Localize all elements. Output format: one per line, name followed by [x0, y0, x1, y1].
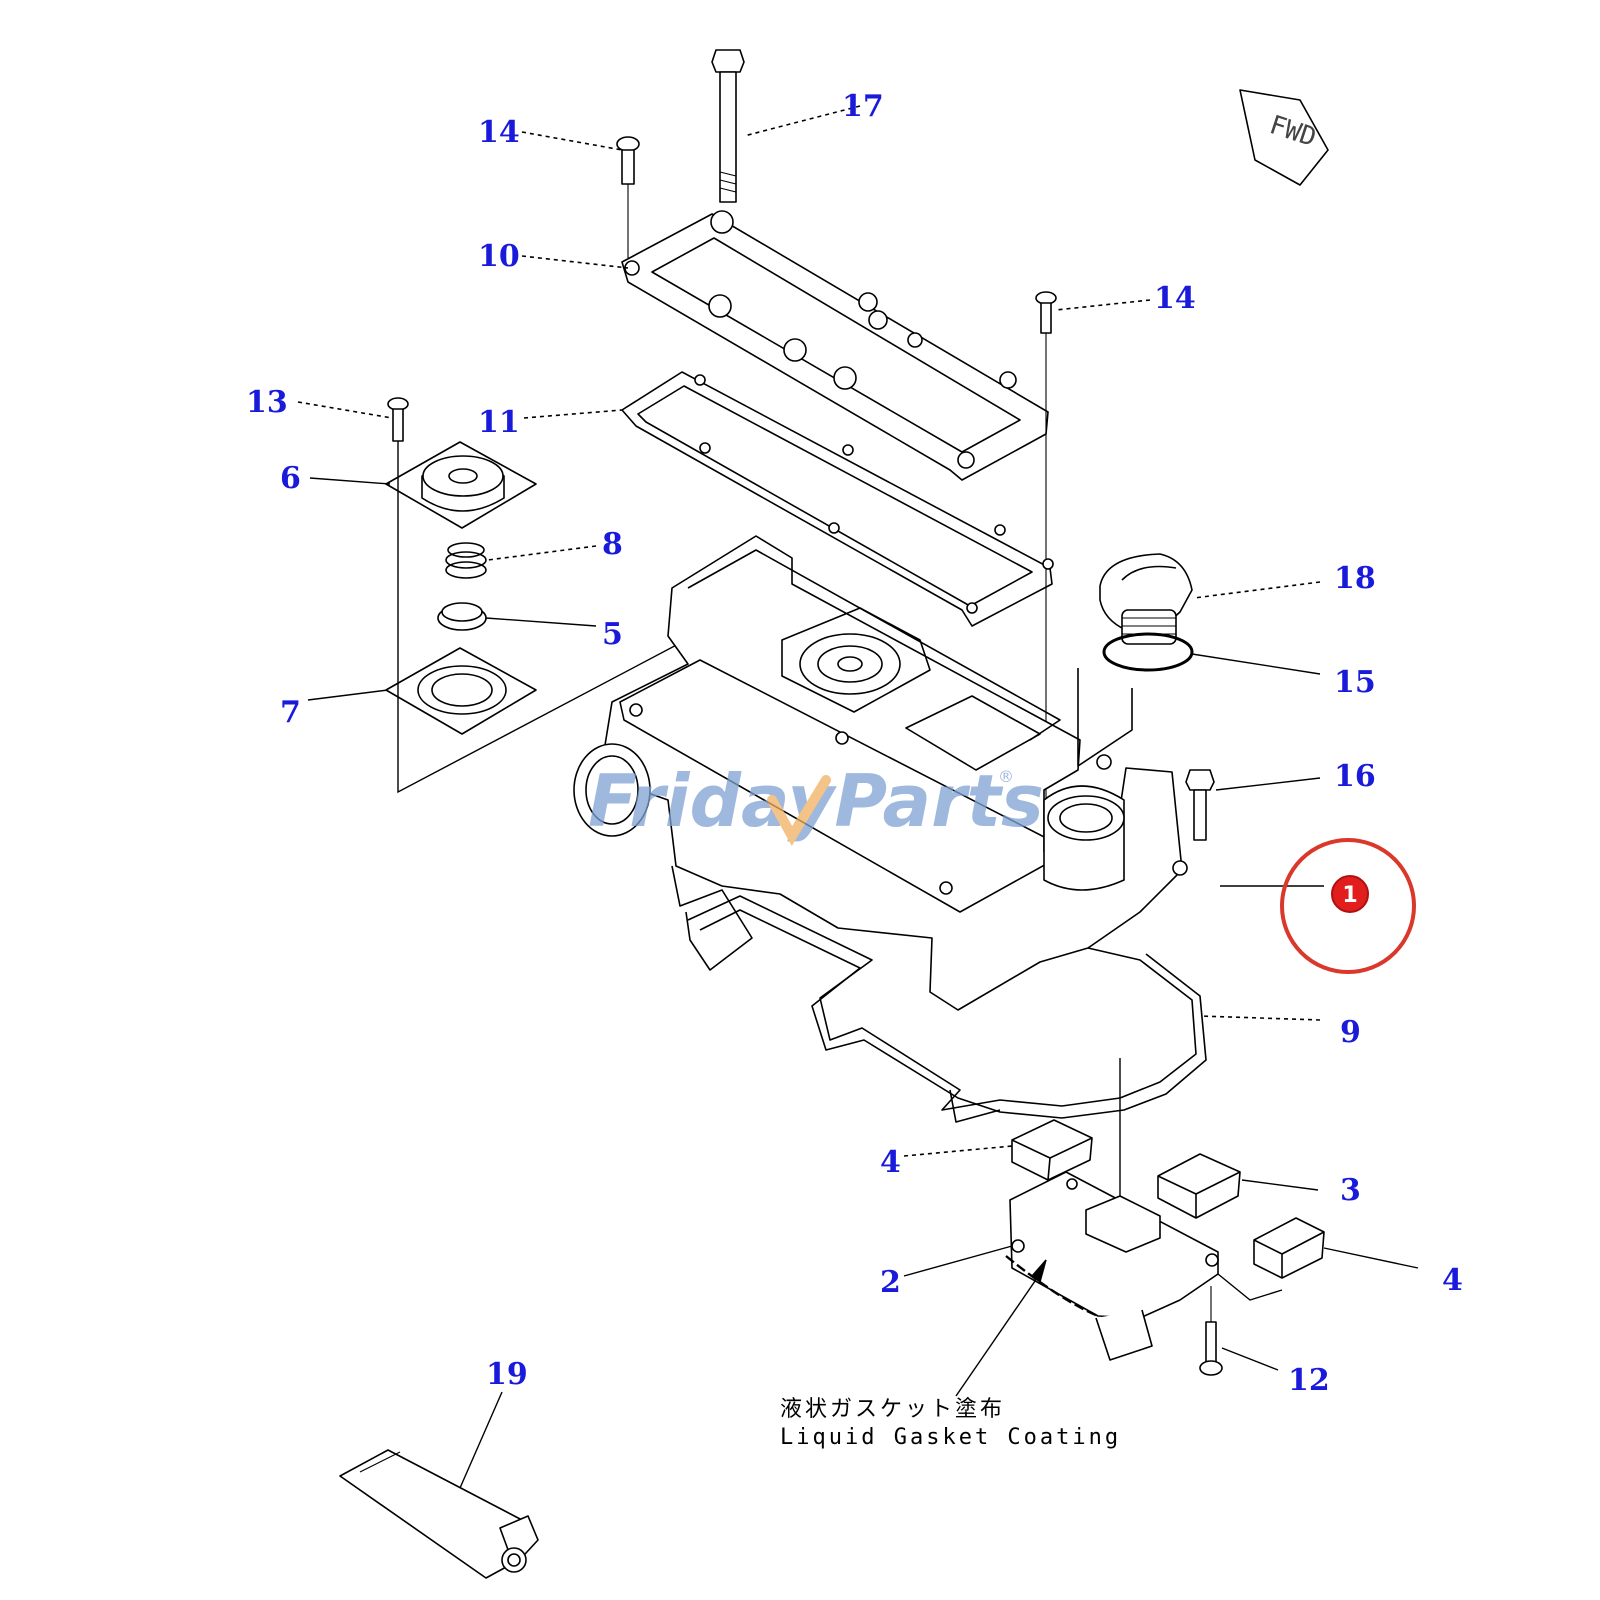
- part-number-5: 5: [602, 617, 623, 652]
- gasket-11: [621, 371, 1054, 627]
- part-number-4-right: 4: [1442, 1263, 1463, 1298]
- part-number-10: 10: [478, 239, 520, 274]
- part-number-8: 8: [602, 527, 623, 562]
- screw-12: [1199, 1286, 1223, 1376]
- leader-lines: [297, 105, 1419, 1489]
- part-number-3: 3: [1340, 1173, 1361, 1208]
- oil-filler-cap-18: [1099, 553, 1193, 645]
- part-number-18: 18: [1334, 561, 1376, 596]
- part-number-6: 6: [280, 461, 301, 496]
- rubber-block-4-right: [1253, 1217, 1325, 1279]
- part-number-19: 19: [486, 1357, 528, 1392]
- rubber-block-4-left: [1011, 1119, 1093, 1181]
- rubber-block-3: [1157, 1153, 1241, 1219]
- part-number-9: 9: [1340, 1015, 1361, 1050]
- lower-gasket-9: [671, 865, 1207, 1123]
- part-number-13: 13: [246, 385, 288, 420]
- part-number-12: 12: [1288, 1363, 1330, 1398]
- valve-5: [437, 602, 487, 631]
- highlight-dot: [1331, 875, 1369, 913]
- svg-text:FridayParts: FridayParts: [588, 759, 1044, 843]
- part-number-2: 2: [880, 1265, 901, 1300]
- bolt-16: [1185, 769, 1215, 841]
- part-number-11: 11: [478, 405, 520, 440]
- o-ring-15: [1102, 632, 1194, 672]
- part-number-17: 17: [842, 89, 884, 124]
- note-english: Liquid Gasket Coating: [780, 1425, 1121, 1450]
- part-number-14-right: 14: [1154, 281, 1196, 316]
- screw-14-top: [616, 136, 640, 258]
- fwd-arrow-icon: FWD: [1239, 89, 1329, 186]
- watermark-swoosh: [767, 775, 831, 846]
- note-japanese: 液状ガスケット塗布: [780, 1397, 1005, 1422]
- side-cover-plate-2: [1005, 1171, 1219, 1361]
- part-number-1: 1: [1342, 883, 1357, 908]
- part-number-14-top: 14: [478, 115, 520, 150]
- spring-8: [445, 542, 487, 579]
- watermark-part2: Parts: [834, 759, 1044, 843]
- part-number-16: 16: [1334, 759, 1376, 794]
- highlight-part-1: 1: [1280, 838, 1416, 974]
- top-cover-plate-10: [621, 210, 1049, 481]
- valve-cover-1: [573, 535, 1188, 1011]
- watermark-logo: FridayParts ®: [588, 759, 1044, 846]
- highlight-ring: [1280, 838, 1416, 974]
- long-bolt-17: [711, 49, 745, 203]
- screw-13: [387, 397, 409, 442]
- part-number-7: 7: [280, 695, 301, 730]
- gasket-tube-19: [339, 1449, 539, 1579]
- part-number-4-left: 4: [880, 1145, 901, 1180]
- breather-cover-6: [385, 441, 537, 529]
- breather-base-7: [385, 647, 537, 735]
- watermark-mark: ®: [998, 767, 1014, 786]
- part-number-15: 15: [1334, 665, 1376, 700]
